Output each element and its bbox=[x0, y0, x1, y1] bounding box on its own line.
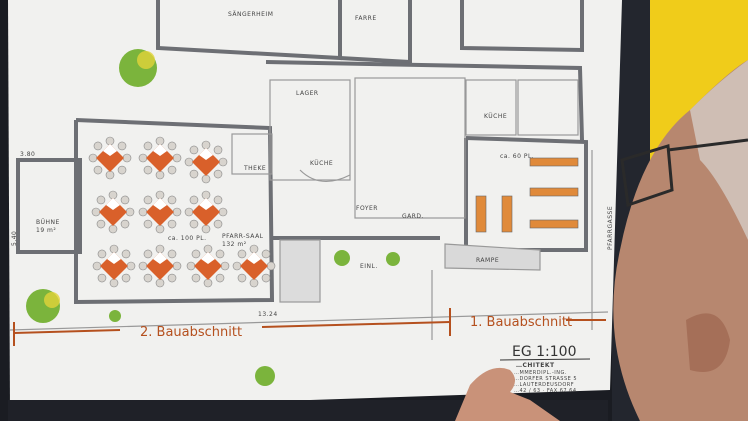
round-table bbox=[138, 190, 182, 234]
title-block-lines: …MMERDIPL.-ING. …DORFER STRASSE 5 …LAUTE… bbox=[514, 370, 577, 394]
round-table bbox=[92, 244, 136, 288]
man-hair bbox=[690, 60, 748, 240]
pointing-hand bbox=[455, 367, 560, 421]
label-theke: THEKE bbox=[243, 165, 266, 172]
label-pfarrsaal: PFARR-SAAL bbox=[222, 233, 264, 240]
label-first-section: 1. Bauabschnitt bbox=[470, 315, 572, 330]
paper-sheet bbox=[8, 0, 622, 410]
label-right-hall-seats: ca. 60 PL. bbox=[500, 153, 534, 160]
walls bbox=[16, 0, 588, 305]
label-buehne: BÜHNE bbox=[36, 219, 60, 226]
tree-icon bbox=[386, 252, 400, 266]
tree-icon bbox=[334, 250, 350, 266]
round-tables bbox=[88, 136, 276, 288]
architect-label: …CHITEKT bbox=[516, 362, 555, 369]
label-rampe: RAMPE bbox=[476, 257, 499, 264]
title-block-line: …DORFER STRASSE 5 bbox=[514, 376, 577, 382]
long-table bbox=[529, 187, 579, 197]
label-buehne-area: 19 m² bbox=[36, 227, 56, 234]
long-table bbox=[501, 195, 513, 233]
label-lager: LAGER bbox=[296, 90, 319, 97]
title-block-line: …42 / 63 · FAX 67 64 bbox=[514, 388, 577, 394]
label-pfarre: FARRE bbox=[355, 15, 377, 22]
long-table bbox=[529, 219, 579, 229]
label-saengerheim: SÄNGERHEIM bbox=[228, 11, 273, 18]
long-table bbox=[529, 157, 579, 167]
tree-icon bbox=[26, 289, 60, 323]
label-kueche-right: KÜCHE bbox=[484, 113, 507, 120]
round-table bbox=[232, 244, 276, 288]
dimension-bottom: 13.24 bbox=[258, 311, 278, 318]
tree-icon bbox=[119, 49, 157, 87]
round-table bbox=[138, 136, 182, 180]
tree-icon bbox=[109, 310, 121, 322]
round-table bbox=[88, 136, 132, 180]
round-table bbox=[186, 244, 230, 288]
long-table bbox=[475, 195, 487, 233]
dimension-top-left: 3.80 bbox=[20, 151, 35, 158]
label-pfarrgasse: PFARRGASSE bbox=[607, 206, 614, 250]
label-gard: GARD. bbox=[402, 213, 424, 220]
tree-icon bbox=[255, 366, 275, 386]
round-table bbox=[184, 140, 228, 184]
label-pfarrsaal-area: 132 m² bbox=[222, 241, 247, 248]
glasses-icon bbox=[620, 138, 748, 208]
interior-lines bbox=[9, 77, 609, 340]
round-table bbox=[138, 244, 182, 288]
label-foyer: FOYER bbox=[356, 205, 378, 212]
section-lines bbox=[13, 308, 606, 346]
label-saal-seats: ca. 100 PL. bbox=[168, 235, 207, 242]
title-block-line: …MMERDIPL.-ING. bbox=[514, 370, 567, 376]
dimension-left: 5.40 bbox=[11, 231, 18, 246]
plan-title: EG 1:100 bbox=[512, 344, 577, 360]
round-table bbox=[184, 190, 228, 234]
long-tables bbox=[475, 157, 579, 233]
label-kueche: KÜCHE bbox=[310, 160, 333, 167]
title-block-line: …LAUTERDEUSDORF bbox=[514, 382, 574, 388]
man-ear bbox=[686, 313, 730, 372]
label-eingang: EINL. bbox=[360, 263, 378, 270]
round-table bbox=[91, 190, 135, 234]
label-second-section: 2. Bauabschnitt bbox=[140, 325, 242, 340]
